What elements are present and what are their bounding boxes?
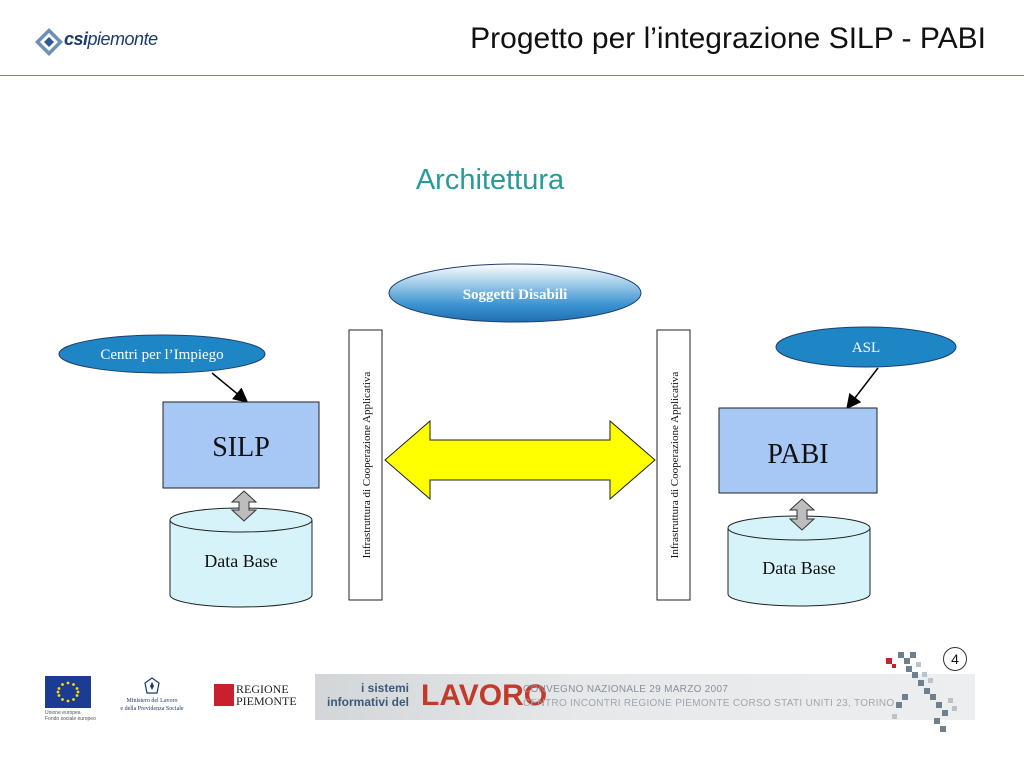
logo-prefix: csi [64, 29, 88, 49]
silp-label: SILP [212, 432, 270, 463]
eu-caption-line-2: Fondo sociale europeo [45, 716, 96, 722]
pabi-system-box: PABI [718, 407, 878, 494]
section-title-text: Architettura [415, 164, 565, 196]
asl-node: ASL [775, 326, 957, 368]
ministero-line-1: Ministero del Lavoro [126, 698, 178, 704]
banner-line-2: informativi del [327, 695, 410, 709]
pabi-db-connector-icon [788, 498, 816, 531]
logo-suffix: piemonte [87, 29, 159, 49]
slide-title: Progetto per l’integrazione SILP - PABI [470, 22, 986, 55]
centri-impiego-node: Centri per l’Impiego [58, 334, 266, 374]
right-infrastructure-label: Infrastruttura di Cooperazione Applicati… [669, 372, 681, 559]
centri-impiego-label: Centri per l’Impiego [100, 347, 223, 363]
regione-line-1: REGIONE [236, 682, 289, 696]
asl-label: ASL [852, 340, 880, 356]
ministero-line-2: e della Previdenza Sociale [120, 706, 184, 712]
left-infrastructure-label: Infrastruttura di Cooperazione Applicati… [361, 372, 373, 559]
logo-wordmark: csipiemonte [64, 29, 158, 50]
centri-to-silp-arrow [211, 372, 249, 403]
regione-flag-icon [214, 684, 234, 706]
silp-system-box: SILP [162, 401, 320, 489]
silp-database-label: Data Base [204, 551, 277, 571]
pixel-map-graphic [886, 652, 957, 732]
event-banner: i sistemi informativi del LAVORO CONVEGN… [315, 674, 975, 720]
eu-caption: Unione europea Fondo sociale europeo [45, 710, 96, 722]
banner-word: LAVORO [421, 679, 548, 712]
eu-stars-icon [56, 681, 80, 703]
pabi-database-label: Data Base [762, 558, 835, 578]
pabi-database: Data Base [727, 515, 871, 607]
banner-event-line-2: CENTRO INCONTRI REGIONE PIEMONTE CORSO S… [523, 698, 895, 709]
csi-piemonte-logo [34, 24, 184, 60]
banner-event-line-1: CONVEGNO NAZIONALE 29 MARZO 2007 [523, 684, 729, 695]
page-number: 4 [943, 647, 967, 671]
diamond-logo-icon [35, 28, 63, 56]
header-divider [0, 75, 1024, 76]
eu-flag-logo [45, 676, 91, 708]
banner-subtitle: i sistemi informativi del [327, 681, 409, 709]
bidirectional-exchange-arrow-icon [384, 419, 656, 501]
pabi-label: PABI [767, 439, 828, 470]
eu-caption-line-1: Unione europea [45, 710, 81, 716]
left-infrastructure-bar: Infrastruttura di Cooperazione Applicati… [348, 329, 383, 601]
silp-db-connector-icon [230, 490, 258, 522]
silp-database: Data Base [169, 507, 313, 608]
right-infrastructure-bar: Infrastruttura di Cooperazione Applicati… [656, 329, 691, 601]
regione-line-2: PIEMONTE [236, 694, 297, 708]
ministero-lavoro-logo: Ministero del Lavoro e della Previdenza … [112, 677, 192, 717]
emblem-icon [144, 677, 160, 694]
soggetti-disabili-label: Soggetti Disabili [463, 287, 568, 303]
regione-piemonte-logo: REGIONE PIEMONTE [214, 682, 297, 709]
section-title: Architettura [0, 164, 980, 197]
asl-to-pabi-arrow [846, 367, 879, 410]
architecture-diagram: Soggetti Disabili Centri per l’Impiego A… [58, 263, 957, 608]
soggetti-disabili-node: Soggetti Disabili [388, 263, 642, 323]
banner-line-1: i sistemi [360, 681, 410, 695]
